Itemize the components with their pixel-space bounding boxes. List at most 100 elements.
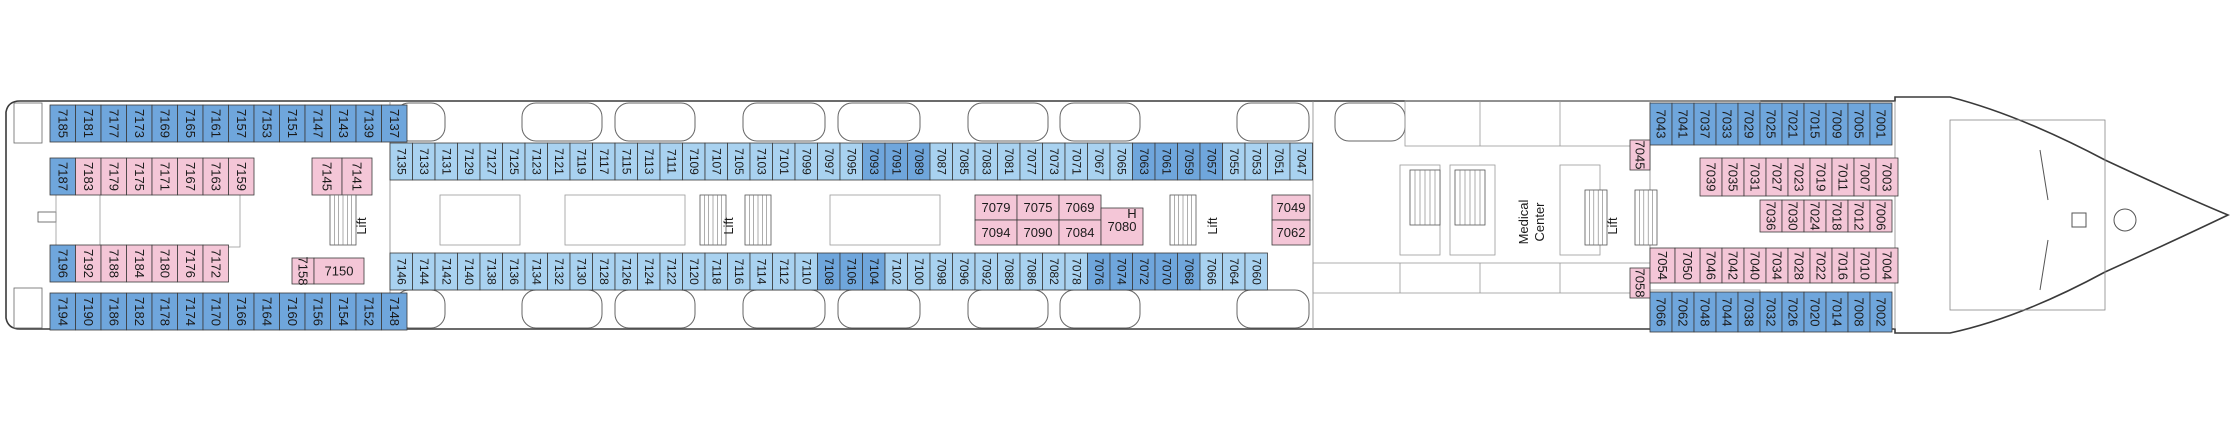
cabin-7029[interactable]: 7029 bbox=[1737, 102, 1761, 146]
cabin-7129[interactable]: 7129 bbox=[457, 142, 481, 181]
cabin-7196[interactable]: 7196 bbox=[49, 244, 76, 283]
cabin-7184[interactable]: 7184 bbox=[126, 244, 153, 283]
cabin-7171[interactable]: 7171 bbox=[151, 157, 178, 196]
cabin-7063[interactable]: 7063 bbox=[1132, 142, 1156, 181]
cabin-7027[interactable]: 7027 bbox=[1765, 157, 1789, 197]
cabin-7070[interactable]: 7070 bbox=[1154, 252, 1178, 291]
cabin-7064[interactable]: 7064 bbox=[1222, 252, 1246, 291]
cabin-7065[interactable]: 7065 bbox=[1109, 142, 1133, 181]
cabin-7088[interactable]: 7088 bbox=[997, 252, 1021, 291]
cabin-7014[interactable]: 7014 bbox=[1825, 291, 1849, 333]
cabin-7016[interactable]: 7016 bbox=[1831, 247, 1855, 284]
cabin-7114[interactable]: 7114 bbox=[749, 252, 773, 291]
cabin-7055[interactable]: 7055 bbox=[1222, 142, 1246, 181]
cabin-7161[interactable]: 7161 bbox=[202, 104, 229, 143]
cabin-7078[interactable]: 7078 bbox=[1064, 252, 1088, 291]
cabin-7004[interactable]: 7004 bbox=[1875, 247, 1899, 284]
cabin-7119[interactable]: 7119 bbox=[569, 142, 593, 181]
cabin-7180[interactable]: 7180 bbox=[151, 244, 178, 283]
cabin-7112[interactable]: 7112 bbox=[772, 252, 796, 291]
cabin-7077[interactable]: 7077 bbox=[1019, 142, 1043, 181]
cabin-7194[interactable]: 7194 bbox=[49, 292, 76, 331]
cabin-7043[interactable]: 7043 bbox=[1649, 102, 1673, 146]
cabin-7028[interactable]: 7028 bbox=[1787, 247, 1811, 284]
cabin-7089[interactable]: 7089 bbox=[907, 142, 931, 181]
cabin-7037[interactable]: 7037 bbox=[1693, 102, 1717, 146]
cabin-7059[interactable]: 7059 bbox=[1177, 142, 1201, 181]
cabin-7068[interactable]: 7068 bbox=[1177, 252, 1201, 291]
cabin-7049[interactable]: 7049 bbox=[1271, 194, 1311, 221]
cabin-7066[interactable]: 7066 bbox=[1199, 252, 1223, 291]
cabin-7111[interactable]: 7111 bbox=[659, 142, 683, 181]
cabin-7120[interactable]: 7120 bbox=[682, 252, 706, 291]
cabin-7073[interactable]: 7073 bbox=[1042, 142, 1066, 181]
cabin-7118[interactable]: 7118 bbox=[704, 252, 728, 291]
cabin-7165[interactable]: 7165 bbox=[177, 104, 204, 143]
cabin-7159[interactable]: 7159 bbox=[228, 157, 255, 196]
cabin-7050[interactable]: 7050 bbox=[1674, 247, 1701, 284]
cabin-7011[interactable]: 7011 bbox=[1831, 157, 1855, 197]
cabin-7079[interactable]: 7079 bbox=[974, 194, 1018, 221]
cabin-7143[interactable]: 7143 bbox=[330, 104, 357, 143]
cabin-7136[interactable]: 7136 bbox=[502, 252, 526, 291]
cabin-7137[interactable]: 7137 bbox=[381, 104, 408, 143]
cabin-7083[interactable]: 7083 bbox=[974, 142, 998, 181]
cabin-7097[interactable]: 7097 bbox=[817, 142, 841, 181]
cabin-7131[interactable]: 7131 bbox=[434, 142, 458, 181]
cabin-7175[interactable]: 7175 bbox=[126, 157, 153, 196]
cabin-7098[interactable]: 7098 bbox=[929, 252, 953, 291]
cabin-7069[interactable]: 7069 bbox=[1058, 194, 1102, 221]
cabin-7160[interactable]: 7160 bbox=[279, 292, 306, 331]
cabin-7188[interactable]: 7188 bbox=[100, 244, 127, 283]
cabin-7107[interactable]: 7107 bbox=[704, 142, 728, 181]
cabin-7076[interactable]: 7076 bbox=[1087, 252, 1111, 291]
cabin-7166[interactable]: 7166 bbox=[228, 292, 255, 331]
cabin-7146[interactable]: 7146 bbox=[389, 252, 413, 291]
cabin-7085[interactable]: 7085 bbox=[952, 142, 976, 181]
cabin-7130[interactable]: 7130 bbox=[569, 252, 593, 291]
cabin-7071[interactable]: 7071 bbox=[1064, 142, 1088, 181]
cabin-7032[interactable]: 7032 bbox=[1759, 291, 1783, 333]
cabin-7192[interactable]: 7192 bbox=[75, 244, 102, 283]
cabin-7177[interactable]: 7177 bbox=[100, 104, 127, 143]
cabin-7169[interactable]: 7169 bbox=[151, 104, 178, 143]
cabin-7152[interactable]: 7152 bbox=[355, 292, 382, 331]
cabin-7138[interactable]: 7138 bbox=[479, 252, 503, 291]
cabin-7173[interactable]: 7173 bbox=[126, 104, 153, 143]
cabin-7183[interactable]: 7183 bbox=[75, 157, 102, 196]
cabin-7105[interactable]: 7105 bbox=[727, 142, 751, 181]
cabin-7167[interactable]: 7167 bbox=[177, 157, 204, 196]
cabin-7091[interactable]: 7091 bbox=[884, 142, 908, 181]
cabin-7099[interactable]: 7099 bbox=[794, 142, 818, 181]
cabin-7132[interactable]: 7132 bbox=[547, 252, 571, 291]
cabin-7047[interactable]: 7047 bbox=[1289, 142, 1313, 181]
cabin-7157[interactable]: 7157 bbox=[228, 104, 255, 143]
cabin-7001[interactable]: 7001 bbox=[1869, 102, 1893, 146]
cabin-7135[interactable]: 7135 bbox=[389, 142, 413, 181]
cabin-7086[interactable]: 7086 bbox=[1019, 252, 1043, 291]
cabin-7127[interactable]: 7127 bbox=[479, 142, 503, 181]
cabin-7025[interactable]: 7025 bbox=[1759, 102, 1783, 146]
cabin-7178[interactable]: 7178 bbox=[151, 292, 178, 331]
cabin-7179[interactable]: 7179 bbox=[100, 157, 127, 196]
cabin-7074[interactable]: 7074 bbox=[1109, 252, 1133, 291]
cabin-7041[interactable]: 7041 bbox=[1671, 102, 1695, 146]
cabin-7106[interactable]: 7106 bbox=[839, 252, 863, 291]
cabin-7117[interactable]: 7117 bbox=[592, 142, 616, 181]
cabin-7082[interactable]: 7082 bbox=[1042, 252, 1066, 291]
cabin-7087[interactable]: 7087 bbox=[929, 142, 953, 181]
cabin-7122[interactable]: 7122 bbox=[659, 252, 683, 291]
cabin-7142[interactable]: 7142 bbox=[434, 252, 458, 291]
cabin-7048[interactable]: 7048 bbox=[1693, 291, 1717, 333]
cabin-7170[interactable]: 7170 bbox=[202, 292, 229, 331]
cabin-7031[interactable]: 7031 bbox=[1743, 157, 1767, 197]
cabin-7018[interactable]: 7018 bbox=[1825, 199, 1849, 233]
cabin-7144[interactable]: 7144 bbox=[412, 252, 436, 291]
cabin-7139[interactable]: 7139 bbox=[355, 104, 382, 143]
cabin-7172[interactable]: 7172 bbox=[202, 244, 229, 283]
cabin-7034[interactable]: 7034 bbox=[1765, 247, 1789, 284]
cabin-7163[interactable]: 7163 bbox=[202, 157, 229, 196]
cabin-7174[interactable]: 7174 bbox=[177, 292, 204, 331]
cabin-7009[interactable]: 7009 bbox=[1825, 102, 1849, 146]
cabin-7044[interactable]: 7044 bbox=[1715, 291, 1739, 333]
